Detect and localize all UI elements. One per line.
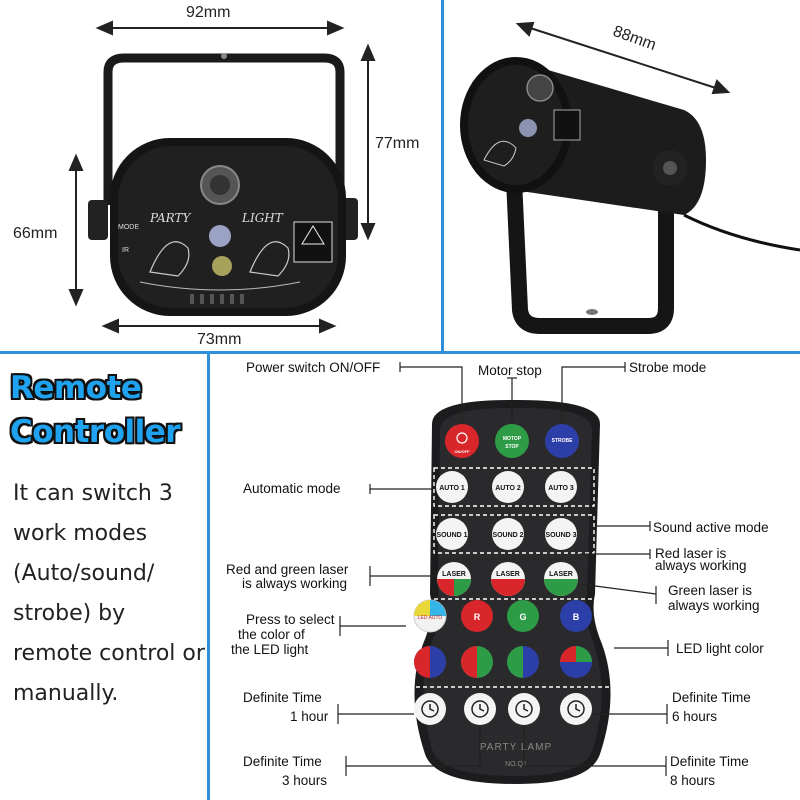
remote-model: NO.Q1 xyxy=(505,761,527,768)
timer-6h-button[interactable] xyxy=(560,693,592,725)
callout-timer-1h-1: Definite Time xyxy=(243,690,322,705)
remote-brand: PARTY LAMP xyxy=(480,742,552,753)
frame-horizontal xyxy=(0,351,800,354)
front-view-illustration: MODE IR PARTY LIGHT xyxy=(68,20,376,334)
led-green-button[interactable] xyxy=(507,600,539,632)
motor-stop-button[interactable] xyxy=(495,424,529,458)
svg-text:SOUND 2: SOUND 2 xyxy=(492,532,523,539)
auto-1-button[interactable] xyxy=(436,471,468,503)
callout-timer-3h-2: 3 hours xyxy=(282,773,328,788)
callout-green-laser-2: always working xyxy=(668,598,760,613)
side-view-illustration xyxy=(460,21,800,334)
svg-text:STOP: STOP xyxy=(505,444,519,450)
dimension-front-height: 77mm xyxy=(375,135,420,152)
callout-timer-8h-1: Definite Time xyxy=(670,754,749,769)
callout-motor: Motor stop xyxy=(478,363,542,378)
led-auto-button[interactable] xyxy=(413,599,447,633)
led-rg-button[interactable] xyxy=(461,646,493,678)
laser-r-button[interactable] xyxy=(491,562,525,596)
callout-led-color: LED light color xyxy=(676,641,764,656)
mode-label: MODE xyxy=(118,224,139,231)
auto-2-button[interactable] xyxy=(492,471,524,503)
strobe-button[interactable] xyxy=(545,424,579,458)
svg-text:G: G xyxy=(519,612,526,622)
callout-timer-8h-2: 8 hours xyxy=(670,773,716,788)
dimension-front-width: 92mm xyxy=(186,4,231,21)
ir-label: IR xyxy=(122,247,129,254)
timer-8h-button[interactable] xyxy=(508,693,540,725)
frame-vertical-top xyxy=(441,0,444,353)
sound-3-button[interactable] xyxy=(545,518,577,550)
section-description: It can switch 3 work modes (Auto/sound/ … xyxy=(13,481,205,706)
callout-green-laser-1: Green laser is xyxy=(668,583,753,598)
power-button[interactable] xyxy=(445,424,479,458)
svg-text:ON/OFF: ON/OFF xyxy=(454,449,470,454)
svg-text:SOUND 3: SOUND 3 xyxy=(545,532,576,539)
svg-text:LASER: LASER xyxy=(442,571,466,578)
callout-timer-6h-1: Definite Time xyxy=(672,690,751,705)
callout-rg-laser-2: is always working xyxy=(242,576,348,591)
svg-text:B: B xyxy=(573,612,580,622)
svg-text:R: R xyxy=(474,612,481,622)
section-title-line1: Remote xyxy=(10,370,142,406)
callout-timer-1h-2: 1 hour xyxy=(290,709,329,724)
callout-press-2: the color of xyxy=(238,627,305,642)
svg-text:STROBE: STROBE xyxy=(552,438,574,444)
dimension-body-width: 73mm xyxy=(197,331,242,348)
svg-text:MOTOP: MOTOP xyxy=(503,436,522,442)
sound-1-button[interactable] xyxy=(436,518,468,550)
logo-party: PARTY xyxy=(149,211,191,225)
svg-text:LASER: LASER xyxy=(496,571,520,578)
callout-auto: Automatic mode xyxy=(243,481,341,496)
callout-power: Power switch ON/OFF xyxy=(246,360,381,375)
laser-g-button[interactable] xyxy=(544,562,578,596)
callout-timer-6h-2: 6 hours xyxy=(672,709,718,724)
svg-text:SOUND 1: SOUND 1 xyxy=(436,532,467,539)
led-rgb-button[interactable] xyxy=(560,646,592,678)
callout-rg-laser-1: Red and green laser xyxy=(226,562,349,577)
svg-text:AUTO 1: AUTO 1 xyxy=(439,485,465,492)
timer-1h-button[interactable] xyxy=(414,693,446,725)
dimension-body-height: 66mm xyxy=(13,225,58,242)
remote-controller: ON/OFF MOTOP STOP STROBE AUTO 1 AUTO 2 A… xyxy=(337,362,669,784)
logo-light: LIGHT xyxy=(241,211,284,225)
callout-red-laser-2: always working xyxy=(655,558,747,573)
frame-vertical-bottom xyxy=(207,351,210,800)
callout-press-3: the LED light xyxy=(231,642,309,657)
section-title-line2: Controller xyxy=(10,414,181,450)
svg-text:LASER: LASER xyxy=(549,571,573,578)
callout-timer-3h-1: Definite Time xyxy=(243,754,322,769)
callout-red-laser-1: Red laser is xyxy=(655,546,727,561)
laser-rg-button[interactable] xyxy=(437,562,471,596)
led-gb-button[interactable] xyxy=(507,646,539,678)
led-blue-button[interactable] xyxy=(560,600,592,632)
callout-sound: Sound active mode xyxy=(653,520,769,535)
callout-strobe: Strobe mode xyxy=(629,360,707,375)
led-red-button[interactable] xyxy=(461,600,493,632)
led-rb-button[interactable] xyxy=(414,646,446,678)
svg-text:AUTO 2: AUTO 2 xyxy=(495,485,521,492)
svg-text:LED AUTO: LED AUTO xyxy=(418,615,443,621)
auto-3-button[interactable] xyxy=(545,471,577,503)
timer-3h-button[interactable] xyxy=(464,693,496,725)
sound-2-button[interactable] xyxy=(492,518,524,550)
callout-press-1: Press to select xyxy=(246,612,335,627)
svg-text:AUTO 3: AUTO 3 xyxy=(548,485,574,492)
power-icon xyxy=(456,432,468,444)
